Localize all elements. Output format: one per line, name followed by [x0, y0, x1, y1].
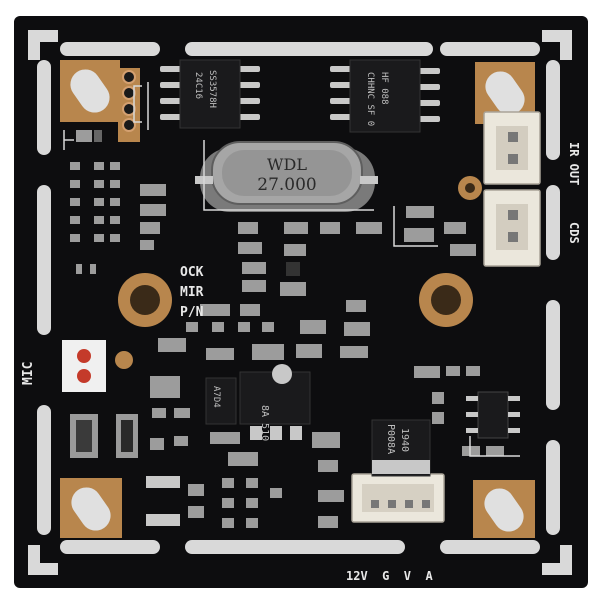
right-ic-text-2: HF 088 — [379, 72, 389, 105]
power-connector — [351, 473, 445, 523]
jst-connector-icon — [483, 111, 541, 267]
label-mic: MIC — [21, 362, 36, 385]
regulator-chip — [205, 364, 311, 440]
diode-code: 1940 — [399, 428, 410, 452]
diode-label: P008A — [385, 424, 396, 454]
crystal-label-1: WDL — [267, 155, 307, 174]
diode-chip — [371, 419, 431, 477]
crystal-label-2: 27.000 — [257, 175, 316, 195]
label-pn: P/N — [180, 305, 204, 320]
eeprom-text-1: 24C16 — [193, 72, 203, 99]
pin-header — [118, 68, 140, 142]
label-mir: MIR — [180, 285, 204, 300]
eeprom-text-2: SS3578H — [207, 70, 217, 108]
board-slots — [28, 30, 572, 575]
ic-chip-icon — [160, 59, 260, 129]
label-power: 12V G V A — [346, 569, 433, 583]
label-ir-out: IR OUT — [567, 142, 581, 185]
large-smd-pads — [70, 414, 180, 526]
label-cds: CDS — [567, 222, 581, 244]
label-ock: OCK — [180, 265, 204, 280]
smd-components — [70, 130, 504, 528]
crystal-oscillator-icon — [195, 141, 378, 212]
ic-chip-icon-2 — [330, 59, 440, 133]
mounting-hole-icon — [115, 176, 482, 369]
silk-outlines — [63, 82, 520, 457]
corner-mounting-pads — [60, 60, 535, 538]
mic-pads — [62, 340, 106, 392]
regulator-label: 8A 510 — [259, 405, 270, 441]
right-ic-text-1: CHHNC SF 0 — [365, 72, 375, 126]
sot-chip — [466, 391, 520, 439]
regulator-label-2: A7D4 — [211, 386, 221, 408]
